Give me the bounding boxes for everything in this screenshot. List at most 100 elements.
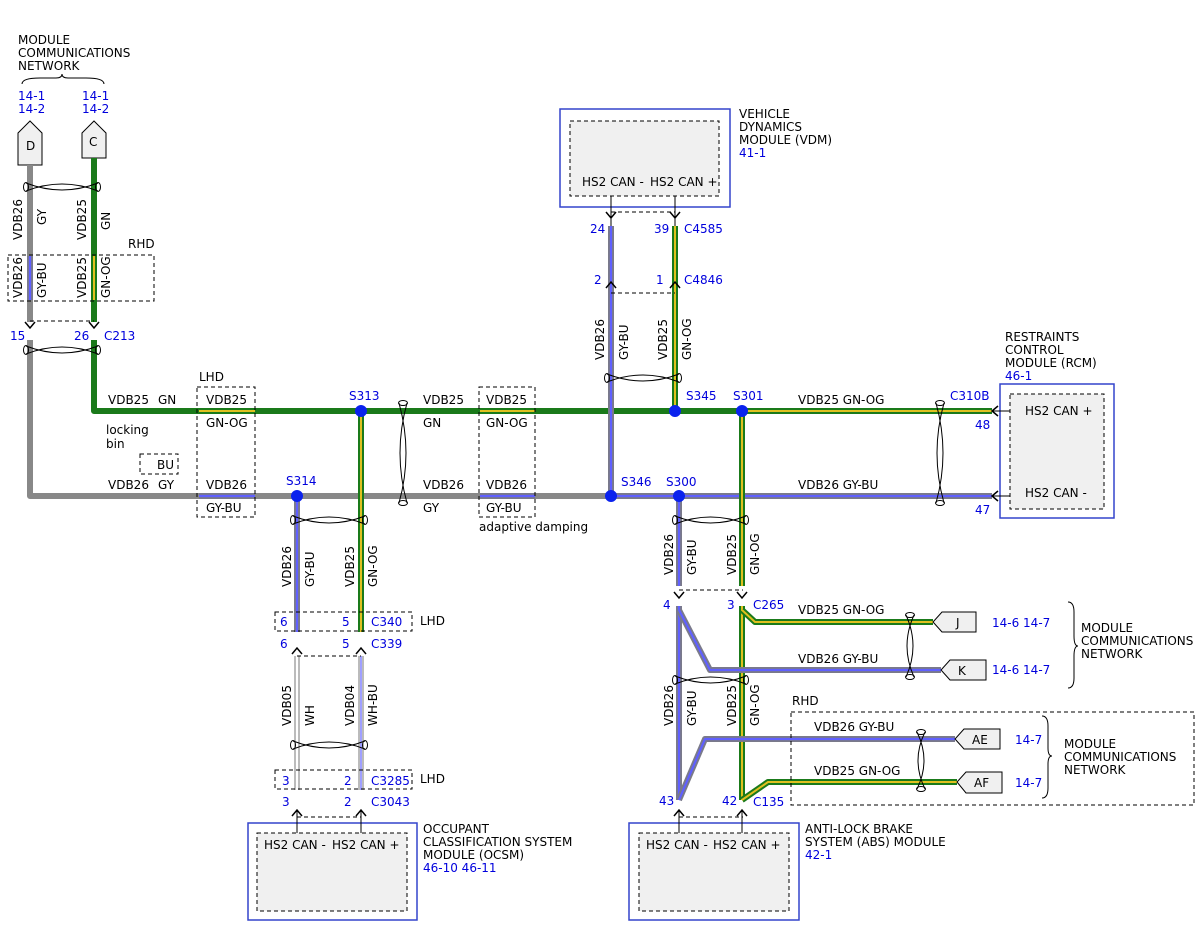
ref-c-1[interactable]: 14-1 — [82, 89, 109, 103]
net1-title-3: NETWORK — [1081, 647, 1144, 661]
label-lhd-main: LHD — [199, 370, 224, 384]
label-vdb25-left: VDB25 — [75, 199, 89, 240]
ocsm-lhd-2: LHD — [420, 772, 445, 786]
twist-top-left-end — [95, 182, 101, 192]
ocsm-connector-c3043: C3043 — [371, 795, 410, 809]
net1-brace — [1067, 601, 1079, 689]
ocsm-pin-5a: 5 — [342, 615, 350, 629]
ocsm-label-vdb04: VDB04 — [343, 685, 357, 726]
vdm-inner-box — [569, 120, 720, 197]
ocsm-title-3: MODULE (OCSM) — [423, 848, 524, 862]
arrow-c213-26 — [88, 321, 100, 330]
twist-abs-2-end — [672, 675, 678, 685]
ocsm-lhd-box-1 — [274, 611, 413, 632]
twist-abs-2 — [674, 675, 747, 685]
net2-title-2: COMMUNICATIONS — [1064, 750, 1176, 764]
network-title-line3: NETWORK — [18, 59, 81, 73]
twist-j-k-end — [905, 674, 915, 680]
ocsm-pin-5b: 5 — [342, 637, 350, 651]
ocsm-lhd-1: LHD — [420, 614, 445, 628]
ocsm-pin-minus: HS2 CAN - — [264, 838, 326, 852]
rcm-title-1: RESTRAINTS — [1005, 330, 1079, 344]
marks-layer — [23, 182, 1010, 833]
wire-j[interactable] — [739, 607, 933, 625]
adaptive-damping-box — [478, 386, 536, 518]
label-bu: BU — [157, 458, 174, 472]
ref-j[interactable]: 14-6 14-7 — [992, 616, 1050, 630]
label-vdb26-bus: VDB26 — [108, 478, 149, 492]
rhd-label-left: RHD — [128, 237, 155, 251]
splice-s345-dot[interactable] — [669, 405, 681, 417]
ocsm-pin-plus: HS2 CAN + — [332, 838, 400, 852]
network-title-line2: COMMUNICATIONS — [18, 46, 130, 60]
rcm-inner-box — [1009, 393, 1105, 510]
splice-s346-dot[interactable] — [605, 490, 617, 502]
label-gy-bu-rhd: GY-BU — [35, 262, 49, 298]
vdm-connector-c4585: C4585 — [684, 222, 723, 236]
vdm-title-3: MODULE (VDM) — [739, 133, 832, 147]
abs-ref[interactable]: 42-1 — [805, 848, 832, 862]
ref-af[interactable]: 14-7 — [1015, 776, 1042, 790]
ocsm-ref[interactable]: 46-10 46-11 — [423, 861, 497, 875]
network-title-line1: MODULE — [18, 33, 70, 47]
wire-gy-bus[interactable] — [27, 340, 199, 499]
splice-s313-dot[interactable] — [355, 405, 367, 417]
connector-c213: C213 — [104, 329, 135, 343]
rcm-ref[interactable]: 46-1 — [1005, 369, 1032, 383]
ref-k[interactable]: 14-6 14-7 — [992, 663, 1050, 677]
abs-pin-plus: HS2 CAN + — [713, 838, 781, 852]
adp-gn-og: GN-OG — [486, 416, 528, 430]
abs-module: VDB26 GY-BU VDB25 GN-OG 4 3 C265 VDB26 G… — [628, 533, 946, 921]
network-brace — [21, 73, 105, 85]
twist-ocsm-end — [362, 515, 368, 525]
twist-ocsm-wh — [292, 740, 366, 750]
twist-ae-af-end — [916, 729, 926, 735]
twist-c213-end — [95, 345, 101, 355]
lhd-gn-og: GN-OG — [206, 416, 248, 430]
connector-ae — [954, 728, 1001, 750]
splice-s314-dot[interactable] — [291, 490, 303, 502]
label-gn-bus: GN — [158, 393, 176, 407]
ocsm-title-2: CLASSIFICATION SYSTEM — [423, 835, 572, 849]
wire-ae[interactable] — [676, 736, 955, 802]
wire-k[interactable] — [676, 608, 941, 673]
twist-ae-af-end — [916, 786, 926, 792]
lhd-gy-bu: GY-BU — [206, 501, 242, 515]
ocsm-label-vdb26: VDB26 — [280, 546, 294, 587]
vdm-ref[interactable]: 41-1 — [739, 146, 766, 160]
adp-vdb26: VDB26 — [486, 478, 527, 492]
wire-af[interactable] — [740, 779, 957, 803]
ref-c-2[interactable]: 14-2 — [82, 102, 109, 116]
right-vdb26-gy-bu: VDB26 GY-BU — [798, 478, 878, 492]
splice-s301-dot[interactable] — [736, 405, 748, 417]
label-k-wire: VDB26 GY-BU — [798, 652, 878, 666]
mid-vdb26: VDB26 — [423, 478, 464, 492]
abs-label2-gy-bu: GY-BU — [685, 690, 699, 726]
rhd-box-right — [790, 711, 1195, 806]
ocsm-title-1: OCCUPANT — [423, 822, 490, 836]
ref-d-1[interactable]: 14-1 — [18, 89, 45, 103]
ocsm-connector-c340: C340 — [371, 615, 402, 629]
twist-abs-2-end — [743, 675, 749, 685]
splice-s300-dot[interactable] — [673, 490, 685, 502]
lhd-vdb26: VDB26 — [206, 478, 247, 492]
rcm-pin-47: 47 — [975, 503, 990, 517]
rhd-label-right: RHD — [792, 694, 819, 708]
vdm-pin-2: 2 — [594, 273, 602, 287]
ocsm-label-gy-bu: GY-BU — [303, 551, 317, 587]
left-wire-labels: VDB26 GY VDB25 GN RHD VDB26 GY-BU VDB25 … — [7, 199, 155, 343]
splice-s313-label: S313 — [349, 389, 380, 403]
label-vdb25-rhd: VDB25 — [75, 257, 89, 298]
ref-ae[interactable]: 14-7 — [1015, 733, 1042, 747]
pin-15: 15 — [10, 329, 25, 343]
twist-rcm-end — [935, 400, 945, 406]
abs-connector-c265: C265 — [753, 598, 784, 612]
net2-title-1: MODULE — [1064, 737, 1116, 751]
wire-layer — [27, 158, 992, 803]
abs-pin-3: 3 — [727, 598, 735, 612]
rcm-connector-c310b: C310B — [950, 389, 990, 403]
ref-d-2[interactable]: 14-2 — [18, 102, 45, 116]
vdm-pin-1: 1 — [656, 273, 664, 287]
wire-gn-bus[interactable] — [91, 340, 199, 414]
